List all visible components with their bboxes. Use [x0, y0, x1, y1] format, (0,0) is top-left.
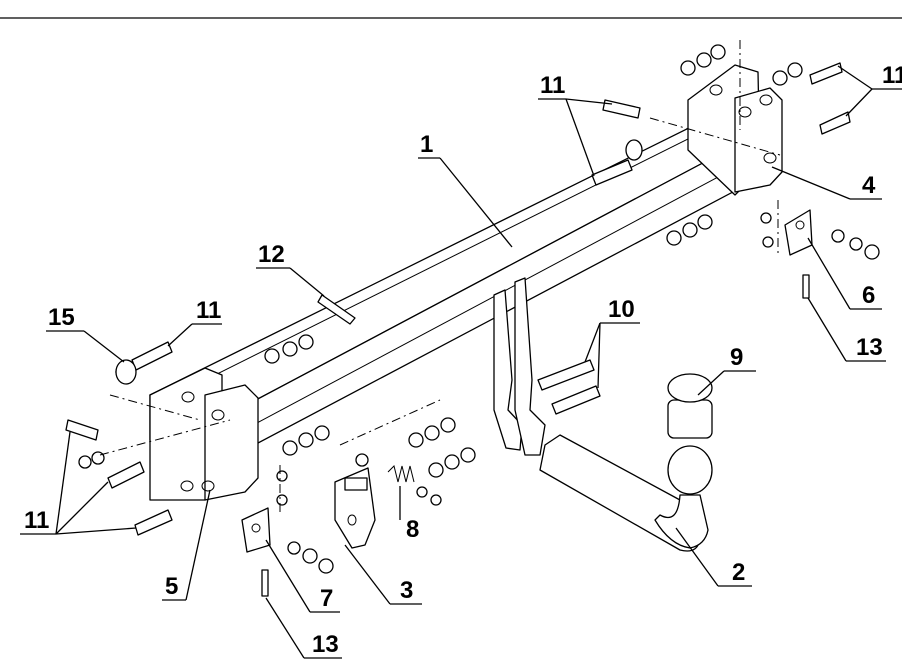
callout-label: 11: [24, 507, 49, 534]
callout-label: 5: [165, 573, 178, 600]
callout-11-right: 11: [837, 62, 902, 117]
callout-label: 11: [882, 62, 902, 89]
callout-label: 3: [400, 577, 413, 604]
callout-9: 9: [697, 344, 756, 396]
callout-11-top: 11: [538, 72, 613, 177]
callout-5: 5: [162, 489, 211, 601]
callout-15: 15: [46, 304, 125, 363]
callout-7: 7: [265, 539, 340, 613]
callout-2: 2: [675, 527, 752, 587]
callout-label: 2: [732, 559, 745, 586]
callout-label: 4: [862, 172, 876, 199]
callout-11-upper-left: 11: [167, 297, 222, 347]
callout-label: 9: [730, 344, 743, 371]
callout-6: 6: [807, 237, 882, 310]
tow-ball-part: [667, 373, 713, 495]
callout-label: 13: [312, 631, 339, 658]
callout-13-left: 13: [265, 597, 342, 659]
callout-12: 12: [256, 241, 325, 297]
callout-13-right: 13: [807, 297, 886, 362]
callout-8: 8: [399, 486, 419, 543]
socket-plate-part: [334, 467, 376, 549]
callout-label: 13: [856, 334, 883, 361]
callout-label: 15: [48, 304, 75, 331]
callout-label: 8: [406, 516, 419, 543]
small-bracket-left: [241, 507, 271, 553]
central-drop-bracket: [493, 277, 546, 456]
callout-4: 4: [771, 166, 882, 200]
left-side-bracket: [149, 367, 259, 501]
callout-label: 6: [862, 282, 875, 309]
callout-3: 3: [344, 544, 422, 605]
spring-part: [387, 465, 415, 483]
callout-label: 11: [196, 297, 221, 324]
callout-label: 10: [608, 296, 635, 323]
callout-label: 12: [258, 241, 285, 268]
small-bracket-right: [784, 209, 813, 256]
right-side-bracket: [687, 64, 783, 196]
callout-label: 7: [320, 585, 333, 612]
towbar-neck-part: [539, 434, 709, 552]
centerlines: [99, 40, 781, 515]
washer-part: [115, 359, 137, 385]
callout-label: 1: [420, 131, 433, 158]
callout-1: 1: [418, 131, 513, 248]
callout-label: 11: [540, 72, 565, 99]
callout-10: 10: [584, 296, 640, 389]
callout-11-lower-left: 11: [20, 431, 137, 535]
